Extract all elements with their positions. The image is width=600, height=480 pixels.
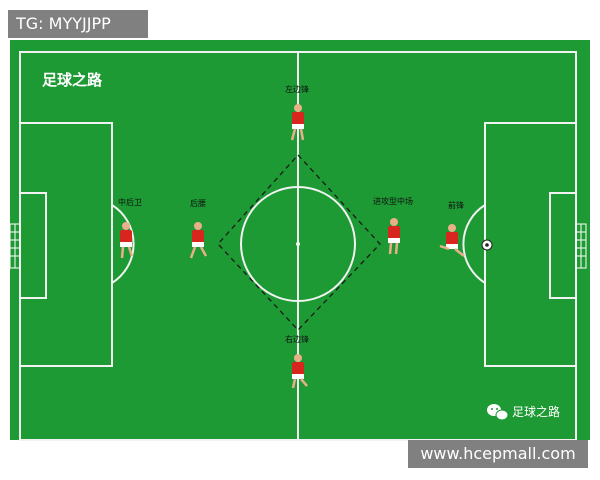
diagram-title: 足球之路 <box>42 71 103 89</box>
brand-label: 足球之路 <box>512 404 560 419</box>
goal-net-icon <box>9 223 21 269</box>
player-left-winger <box>290 104 305 141</box>
footer-url: www.hcepmall.com <box>408 440 588 468</box>
label-center-back: 中后卫 <box>118 197 142 207</box>
label-forward: 前锋 <box>448 200 464 210</box>
player-center-back <box>120 222 134 259</box>
goal-net-icon <box>575 223 587 269</box>
formation-diamond <box>217 154 381 331</box>
player-attacking-midfielder <box>388 218 400 255</box>
label-attacking-midfielder: 进攻型中场 <box>373 196 413 206</box>
player-forward <box>439 224 465 257</box>
label-left-winger: 左边锋 <box>285 84 309 94</box>
label-right-winger: 右边锋 <box>285 334 309 344</box>
wechat-icon <box>487 404 509 421</box>
player-right-winger <box>291 354 308 389</box>
center-circle <box>240 186 356 302</box>
right-penalty-arc <box>462 204 486 284</box>
header-tag: TG: MYYJJPP <box>8 10 148 38</box>
player-defensive-midfielder <box>189 222 208 259</box>
label-defensive-midfielder: 后腰 <box>190 198 206 208</box>
pitch <box>10 40 590 440</box>
center-spot <box>296 242 300 246</box>
left-penalty-arc <box>111 204 135 284</box>
soccer-ball-icon <box>481 239 493 251</box>
